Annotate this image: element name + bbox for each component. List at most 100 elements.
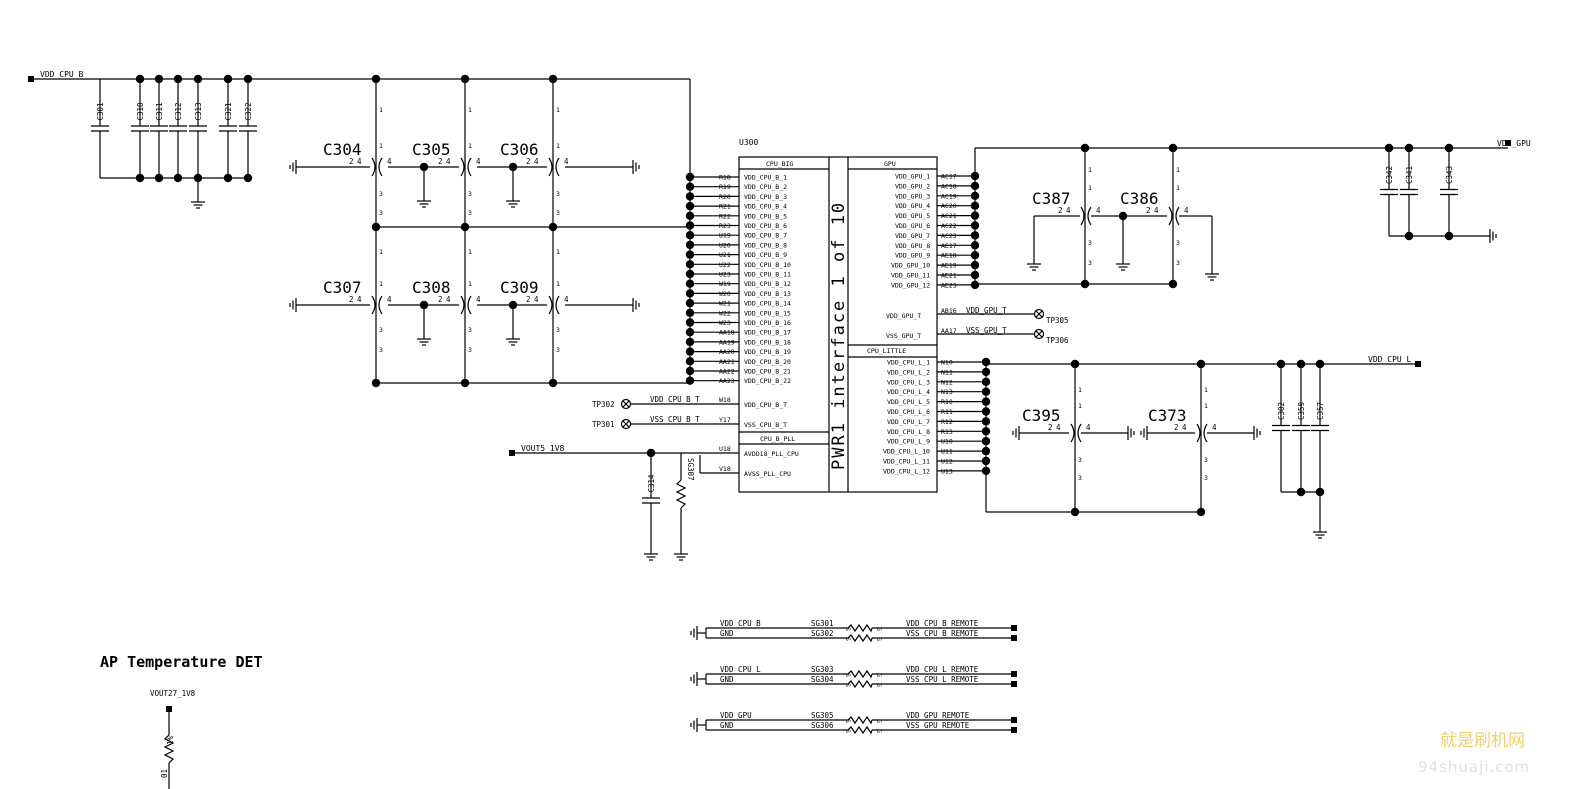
pin-name: VDD_CPU_B_8 [744, 241, 787, 249]
junction-dot [981, 466, 991, 476]
pin-id: U19 [719, 232, 731, 240]
pin-number: 1 [468, 142, 472, 150]
pin-label: S [844, 627, 852, 631]
junction-dot [1444, 231, 1454, 241]
pin-number: 3 [468, 190, 472, 198]
pin-id: W21 [719, 300, 731, 308]
cap-curved-plate [548, 295, 553, 315]
section-cpu-b-pll: CPU_B_PLL [760, 435, 795, 443]
pin-name: VDD_CPU_B_5 [744, 212, 787, 220]
cap-curved-plate [1175, 206, 1180, 226]
pin-name: VDD_CPU_B_17 [744, 329, 791, 337]
ground-symbol [674, 548, 688, 561]
junction-dot [981, 377, 991, 386]
pin-id: U20 [719, 241, 731, 249]
pin-number: 1 [556, 106, 560, 114]
pin-name: VDD_GPU_3 [895, 192, 930, 200]
pin-name: VDD_CPU_B_13 [744, 290, 791, 298]
pin-label: S [844, 719, 852, 723]
net-label: VSS_GPU_REMOTE [906, 721, 970, 730]
pin-name: AVDD18_PLL_CPU [744, 450, 799, 458]
junction-dot [193, 74, 203, 84]
pin-number: 2 [1058, 206, 1063, 215]
net-label: VDD_CPU_L [720, 665, 761, 674]
watermark-url: 94shuaji.com [1418, 758, 1530, 776]
pin-id: R19 [719, 183, 731, 191]
resistor-ref: SG304 [811, 675, 834, 684]
pin-name: VDD_CPU_L_12 [883, 467, 930, 475]
junction-dot [685, 192, 695, 201]
pin-name: VDD_CPU_L_9 [887, 438, 930, 446]
pin-number: 3 [1176, 259, 1180, 267]
pin-label: S [844, 729, 852, 733]
pin-id: U13 [941, 467, 953, 475]
junction-dots [135, 74, 1454, 517]
pin-id: N12 [941, 378, 953, 386]
pin-id: AA20 [719, 348, 735, 356]
test-point-x [1035, 310, 1043, 318]
pin-number: 3 [468, 346, 472, 354]
pin-name: AVSS_PLL_CPU [744, 470, 791, 478]
ground-symbol [289, 160, 297, 174]
section-gpu: GPU [884, 160, 896, 168]
pin-id: AE19 [941, 262, 957, 270]
pin-number: 3 [1078, 474, 1082, 482]
pin-number: 1 [1088, 166, 1092, 174]
pin-name: VDD_CPU_B_1 [744, 174, 787, 182]
pin-number: 3 [1088, 259, 1092, 267]
pin-number: 3 [1176, 239, 1180, 247]
junction-dot [223, 74, 233, 84]
pin-label: S [844, 673, 852, 677]
pin-number: 1 [468, 106, 472, 114]
pin-id: AA17 [941, 327, 957, 335]
pin-number: 3 [379, 190, 383, 198]
pin-name: VDD_CPU_B_12 [744, 280, 791, 288]
pin-number: 4 [357, 295, 362, 304]
junction-dot [1196, 359, 1206, 369]
pin-number: 3 [556, 346, 560, 354]
junction-dot [685, 250, 695, 259]
pin-number: 4 [564, 295, 569, 304]
pin-number: 4 [387, 295, 392, 304]
junction-dot [1404, 231, 1414, 241]
net-label: VSS_CPU_B_REMOTE [906, 629, 979, 638]
pin-name: VDD_CPU_L_5 [887, 398, 930, 406]
junction-dot [1080, 279, 1090, 289]
resistor-tolerance: 1% [166, 735, 175, 745]
junction-dot [685, 279, 695, 288]
junction-dot [970, 181, 980, 191]
sense-resistor [847, 715, 873, 725]
cap-curved-plate [1196, 423, 1201, 443]
pin-id: AE18 [941, 252, 957, 260]
junction-dot [1196, 507, 1206, 517]
pin-name: VDD_CPU_B_T [744, 401, 787, 409]
junction-dot [135, 173, 145, 183]
net-label: VDD_GPU [720, 711, 752, 720]
net-port [1011, 727, 1017, 733]
junction-dot [970, 171, 980, 181]
pin-number: 3 [556, 190, 560, 198]
ground-symbol [1313, 526, 1327, 539]
net-label: VSS_CPU_B_T [650, 415, 700, 424]
capacitor-ref: C302 [1277, 402, 1286, 420]
pin-id: R21 [719, 203, 731, 211]
pin-name: VDD_GPU_11 [891, 272, 930, 280]
net-port [1011, 681, 1017, 687]
cap-curved-plate [378, 295, 383, 315]
resistor-ref: SG306 [811, 721, 834, 730]
capacitor-ref: C357 [1316, 402, 1325, 420]
net-label: VDD_CPU_B [720, 619, 761, 628]
junction-dot [243, 74, 253, 84]
pin-name: VDD_CPU_L_6 [887, 408, 930, 416]
test-point-ref: TP302 [592, 400, 615, 409]
pin-name: VDD_CPU_L_2 [887, 368, 930, 376]
sense-resistor [847, 725, 873, 735]
ground-symbol [690, 672, 698, 686]
ap-temperature-title: AP Temperature DET [100, 653, 263, 671]
junction-dot [970, 211, 980, 220]
junction-dot [508, 300, 518, 310]
net-label: VDD_GPU_REMOTE [906, 711, 970, 720]
cap-curved-plate [460, 295, 465, 315]
capacitor-ref: C342 [1385, 166, 1394, 184]
pin-number: 1 [1176, 184, 1180, 192]
